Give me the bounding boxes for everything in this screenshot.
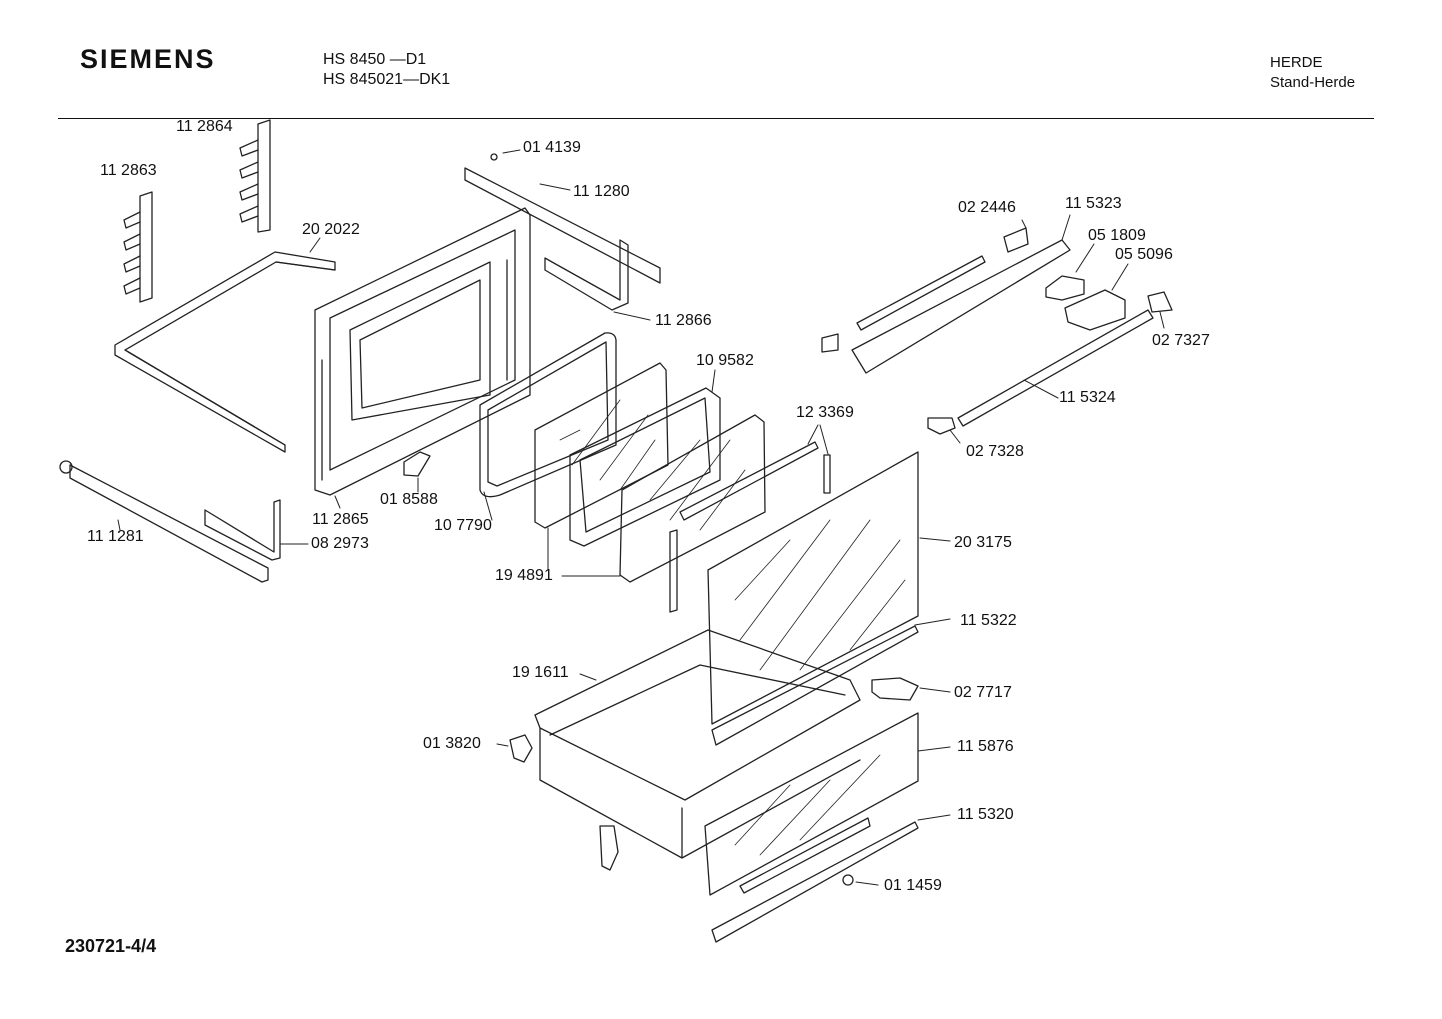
outer-door-glass [707,451,919,725]
part-label-11-5322: 11 5322 [960,612,1017,629]
door-gasket-outline [479,332,617,498]
part-label-01-8588: 01 8588 [380,491,438,508]
category-label: HERDE [1270,54,1323,71]
hinge-02-7717 [871,677,919,701]
bracket-02-2446 [1003,227,1029,253]
drawer-handle-strip [711,821,919,943]
leader-lines [117,149,1165,886]
foot-bracket [599,825,619,871]
oven-floor-frame [114,251,336,453]
part-label-11-2865: 11 2865 [312,511,369,528]
part-label-05-1809: 05 1809 [1088,227,1146,244]
part-label-01-3820: 01 3820 [423,735,481,752]
part-label-11-5324: 11 5324 [1059,389,1116,406]
oven-front-frame [314,207,531,496]
part-label-02-7328: 02 7328 [966,443,1024,460]
part-label-11-5323: 11 5323 [1065,195,1122,212]
part-label-01-4139: 01 4139 [523,139,581,156]
glass-rod-short [669,529,678,613]
middle-glass-pane [619,414,766,583]
bracket-small [821,333,839,353]
part-label-08-2973: 08 2973 [311,535,369,552]
glass-rod-diagonal [679,441,819,521]
glass-strip-lower [711,625,919,746]
part-label-11-5876: 11 5876 [957,738,1014,755]
part-label-19-4891: 19 4891 [495,567,553,584]
inner-glass-pane [534,362,669,529]
part-label-11-2863: 11 2863 [100,162,157,179]
part-label-19-1611: 19 1611 [512,664,569,681]
part-label-11-5320: 11 5320 [957,806,1014,823]
top-rail [464,167,661,311]
part-label-11-2866: 11 2866 [655,312,712,329]
part-label-02-7717: 02 7717 [954,684,1012,701]
part-label-20-2022: 20 2022 [302,221,360,238]
screw-01-1459 [842,874,854,886]
document-number: 230721-4/4 [65,936,157,956]
rack-support-left-upper [239,119,271,233]
part-label-02-2446: 02 2446 [958,199,1016,216]
drawer-inner-strip [739,817,871,894]
model-number-2: HS 845021—DK1 [323,71,451,88]
part-label-05-5096: 05 5096 [1115,246,1173,263]
side-rail-left [59,460,281,583]
brand-logo: SIEMENS [80,44,216,74]
drawer-front-panel [704,712,919,896]
handle-rail-assembly [851,239,1173,435]
part-label-20-3175: 20 3175 [954,534,1012,551]
door-gasket-inner [487,341,609,487]
part-label-11-2864: 11 2864 [176,118,233,135]
header-rule [58,118,1374,119]
bracket-01-8588 [403,451,431,477]
part-label-02-7327: 02 7327 [1152,332,1210,349]
subcategory-label: Stand-Herde [1270,74,1356,91]
knob-01-3820 [509,734,533,763]
glass-frame-set [569,387,721,547]
screw-01-4139 [490,153,498,161]
model-number-1: HS 8450 —D1 [323,51,427,68]
part-label-10-7790: 10 7790 [434,517,492,534]
rack-support-left-lower [123,191,153,303]
part-label-01-1459: 01 1459 [884,877,942,894]
part-label-10-9582: 10 9582 [696,352,754,369]
part-label-11-1281: 11 1281 [87,528,144,545]
storage-drawer [534,629,861,859]
glass-rod-vertical [823,454,831,494]
part-label-11-1280: 11 1280 [573,183,630,200]
part-label-12-3369: 12 3369 [796,404,854,421]
